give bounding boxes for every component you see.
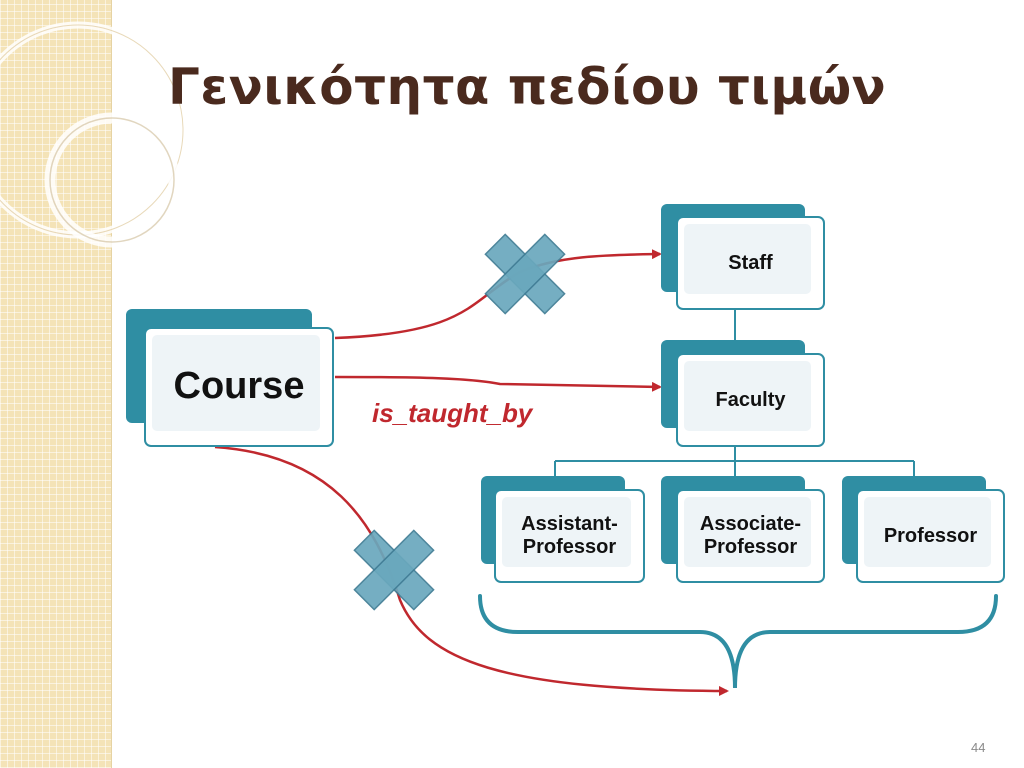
- node-faculty-label: Faculty: [715, 388, 786, 411]
- node-professor-label: Professor: [883, 524, 978, 547]
- slide-title: Γενικότητα πεδίου τιμών: [168, 58, 887, 116]
- node-staff-label: Staff: [728, 251, 773, 274]
- subclass-brace: [478, 594, 998, 689]
- arrow-course-to-faculty: [334, 375, 662, 392]
- cross-icon: [484, 233, 566, 315]
- arrow-course-to-subclasses: [214, 445, 729, 696]
- node-assistant-professor-label: Assistant- Professor: [521, 513, 618, 558]
- cross-icon: [353, 529, 435, 611]
- node-course-label: Course: [173, 365, 305, 408]
- relationship-label: is_taught_by: [372, 398, 533, 428]
- page-number: 44: [971, 740, 986, 755]
- decorative-left-band: [0, 0, 112, 768]
- node-associate-professor-label: Associate- Professor: [699, 513, 802, 558]
